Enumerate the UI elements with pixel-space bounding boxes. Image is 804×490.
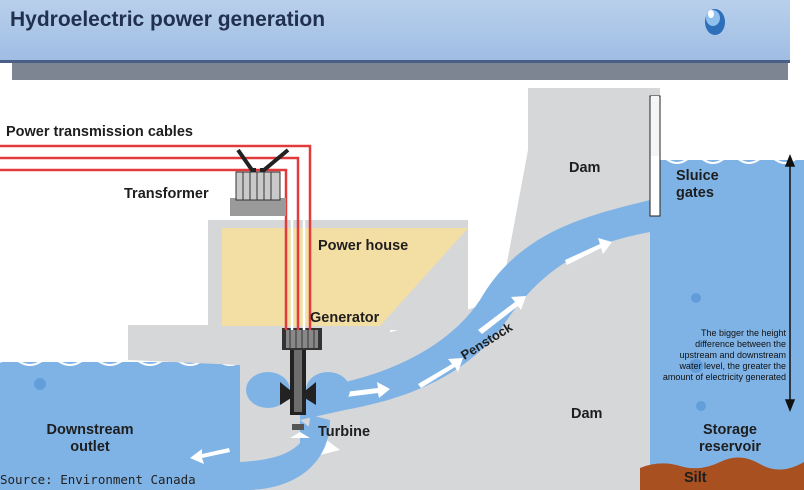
label-downstream-outlet: Downstream outlet	[46, 422, 134, 455]
turbine	[246, 345, 350, 430]
title-bar	[0, 0, 790, 63]
label-turbine: Turbine	[318, 424, 371, 440]
storage-reservoir-water	[640, 156, 804, 490]
penstock-pipe	[300, 200, 650, 420]
outlet-channel	[150, 415, 330, 490]
title-bar-shadow	[12, 60, 788, 80]
label-power-cables: Power transmission cables	[6, 124, 193, 140]
height-note: The bigger the height difference between…	[662, 328, 786, 382]
height-difference-arrow	[784, 153, 796, 413]
sluice-gate	[649, 95, 661, 217]
source-credit: Source: Environment Canada	[0, 472, 196, 487]
transformer	[230, 148, 290, 216]
power-house-room	[222, 228, 468, 326]
label-dam-bottom: Dam	[571, 406, 603, 422]
label-power-house: Power house	[318, 238, 409, 254]
label-silt: Silt	[684, 470, 707, 486]
label-storage-reservoir: Storage reservoir	[698, 422, 762, 455]
dam-base	[128, 325, 390, 490]
water-bubbles	[34, 293, 706, 411]
page-title: Hydroelectric power generation	[10, 8, 326, 31]
power-cables	[0, 144, 312, 330]
label-transformer: Transformer	[124, 186, 209, 202]
generator	[282, 328, 322, 350]
label-sluice-gates: Sluice gates	[676, 168, 719, 201]
label-dam-top: Dam	[569, 160, 601, 176]
water-drop-icon	[705, 9, 725, 35]
label-generator: Generator	[310, 310, 380, 326]
flow-arrows	[190, 238, 612, 464]
